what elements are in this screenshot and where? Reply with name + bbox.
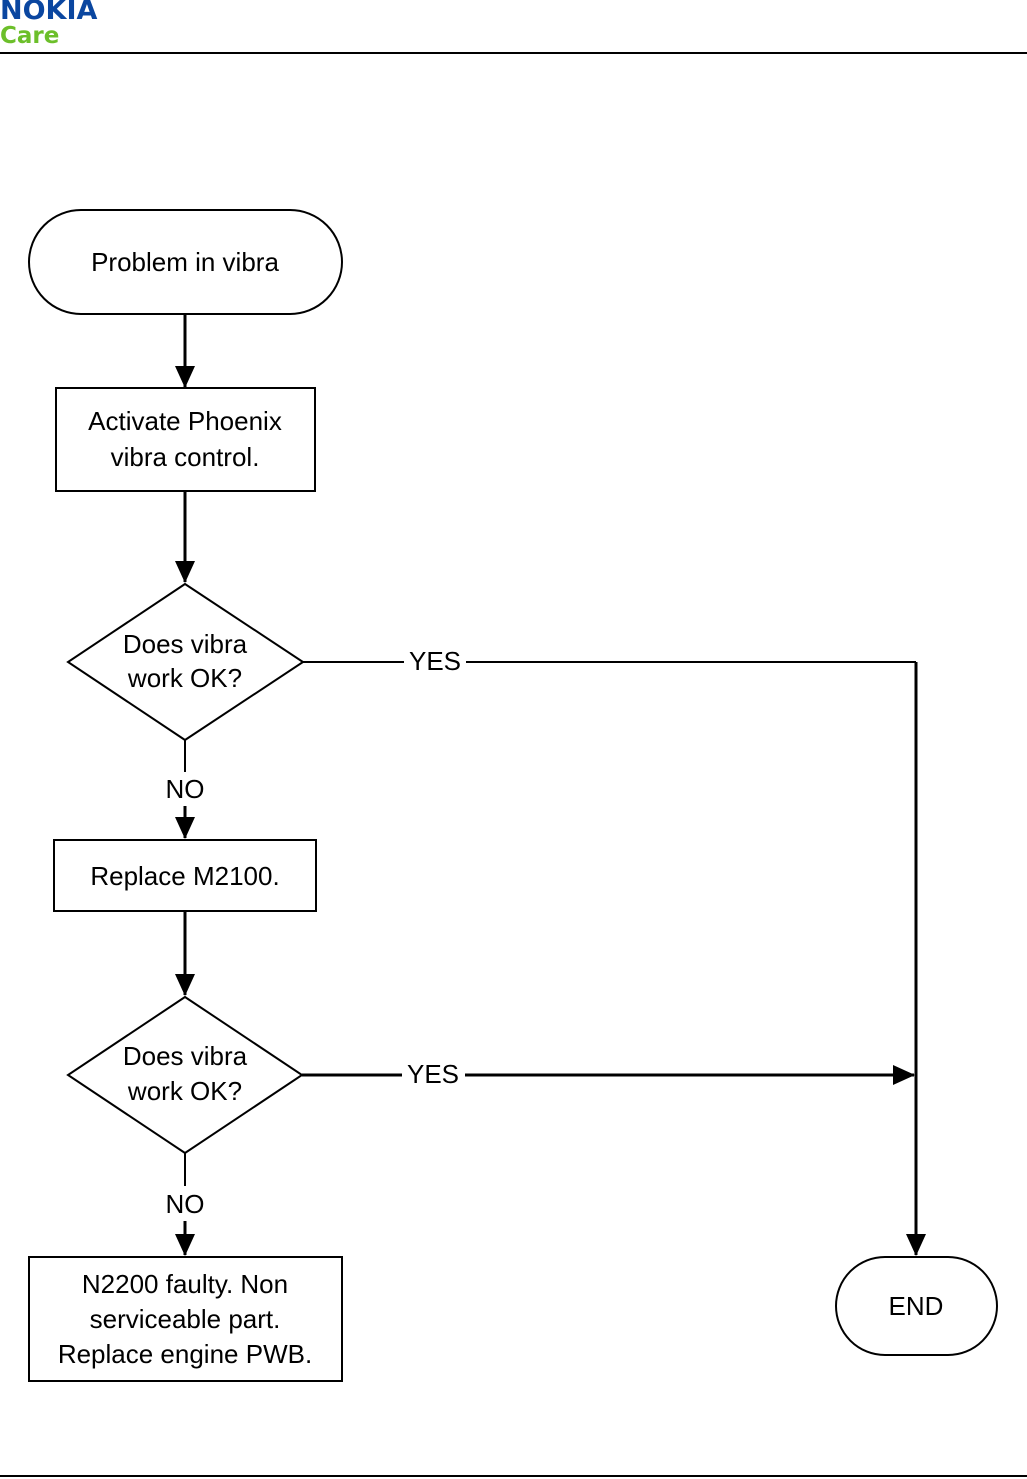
no-label-1: NO: [166, 774, 205, 804]
activate-vibra-step: Activate Phoenix vibra control.: [55, 387, 316, 492]
replace-m2100-step: Replace M2100.: [53, 839, 317, 912]
care-logo: Care: [0, 23, 60, 49]
nokia-logo: NOKIA: [0, 0, 98, 26]
fail-line1: N2200 faulty. Non: [82, 1269, 288, 1299]
header-divider: [0, 52, 1027, 54]
step2-label: Replace M2100.: [90, 861, 279, 891]
yes-path-2: YES: [302, 1059, 915, 1089]
step1-line1: Activate Phoenix: [88, 406, 282, 436]
start-label: Problem in vibra: [91, 247, 279, 277]
fail-line3: Replace engine PWB.: [58, 1339, 312, 1369]
replace-engine-pwb-step: N2200 faulty. Non serviceable part. Repl…: [28, 1256, 343, 1382]
decision1-line2: work OK?: [127, 663, 242, 693]
step1-line2: vibra control.: [111, 442, 260, 472]
yes-label-1: YES: [409, 646, 461, 676]
decision1-line1: Does vibra: [123, 629, 248, 659]
fail-line2: serviceable part.: [90, 1304, 281, 1334]
no-path-1: NO: [166, 740, 205, 839]
decision2-line2: work OK?: [127, 1076, 242, 1106]
end-label: END: [889, 1291, 944, 1321]
decision-vibra-ok-2: Does vibra work OK?: [66, 995, 304, 1155]
no-label-2: NO: [166, 1189, 205, 1219]
end-node: END: [835, 1256, 998, 1356]
no-path-2: NO: [166, 1153, 205, 1256]
start-node: Problem in vibra: [28, 209, 343, 315]
yes-path-1: YES: [303, 646, 926, 1256]
decision2-line1: Does vibra: [123, 1041, 248, 1071]
decision-vibra-ok-1: Does vibra work OK?: [66, 582, 305, 742]
yes-label-2: YES: [407, 1059, 459, 1089]
footer-divider: [0, 1475, 1027, 1477]
page-header: NOKIA Care: [0, 0, 1027, 56]
